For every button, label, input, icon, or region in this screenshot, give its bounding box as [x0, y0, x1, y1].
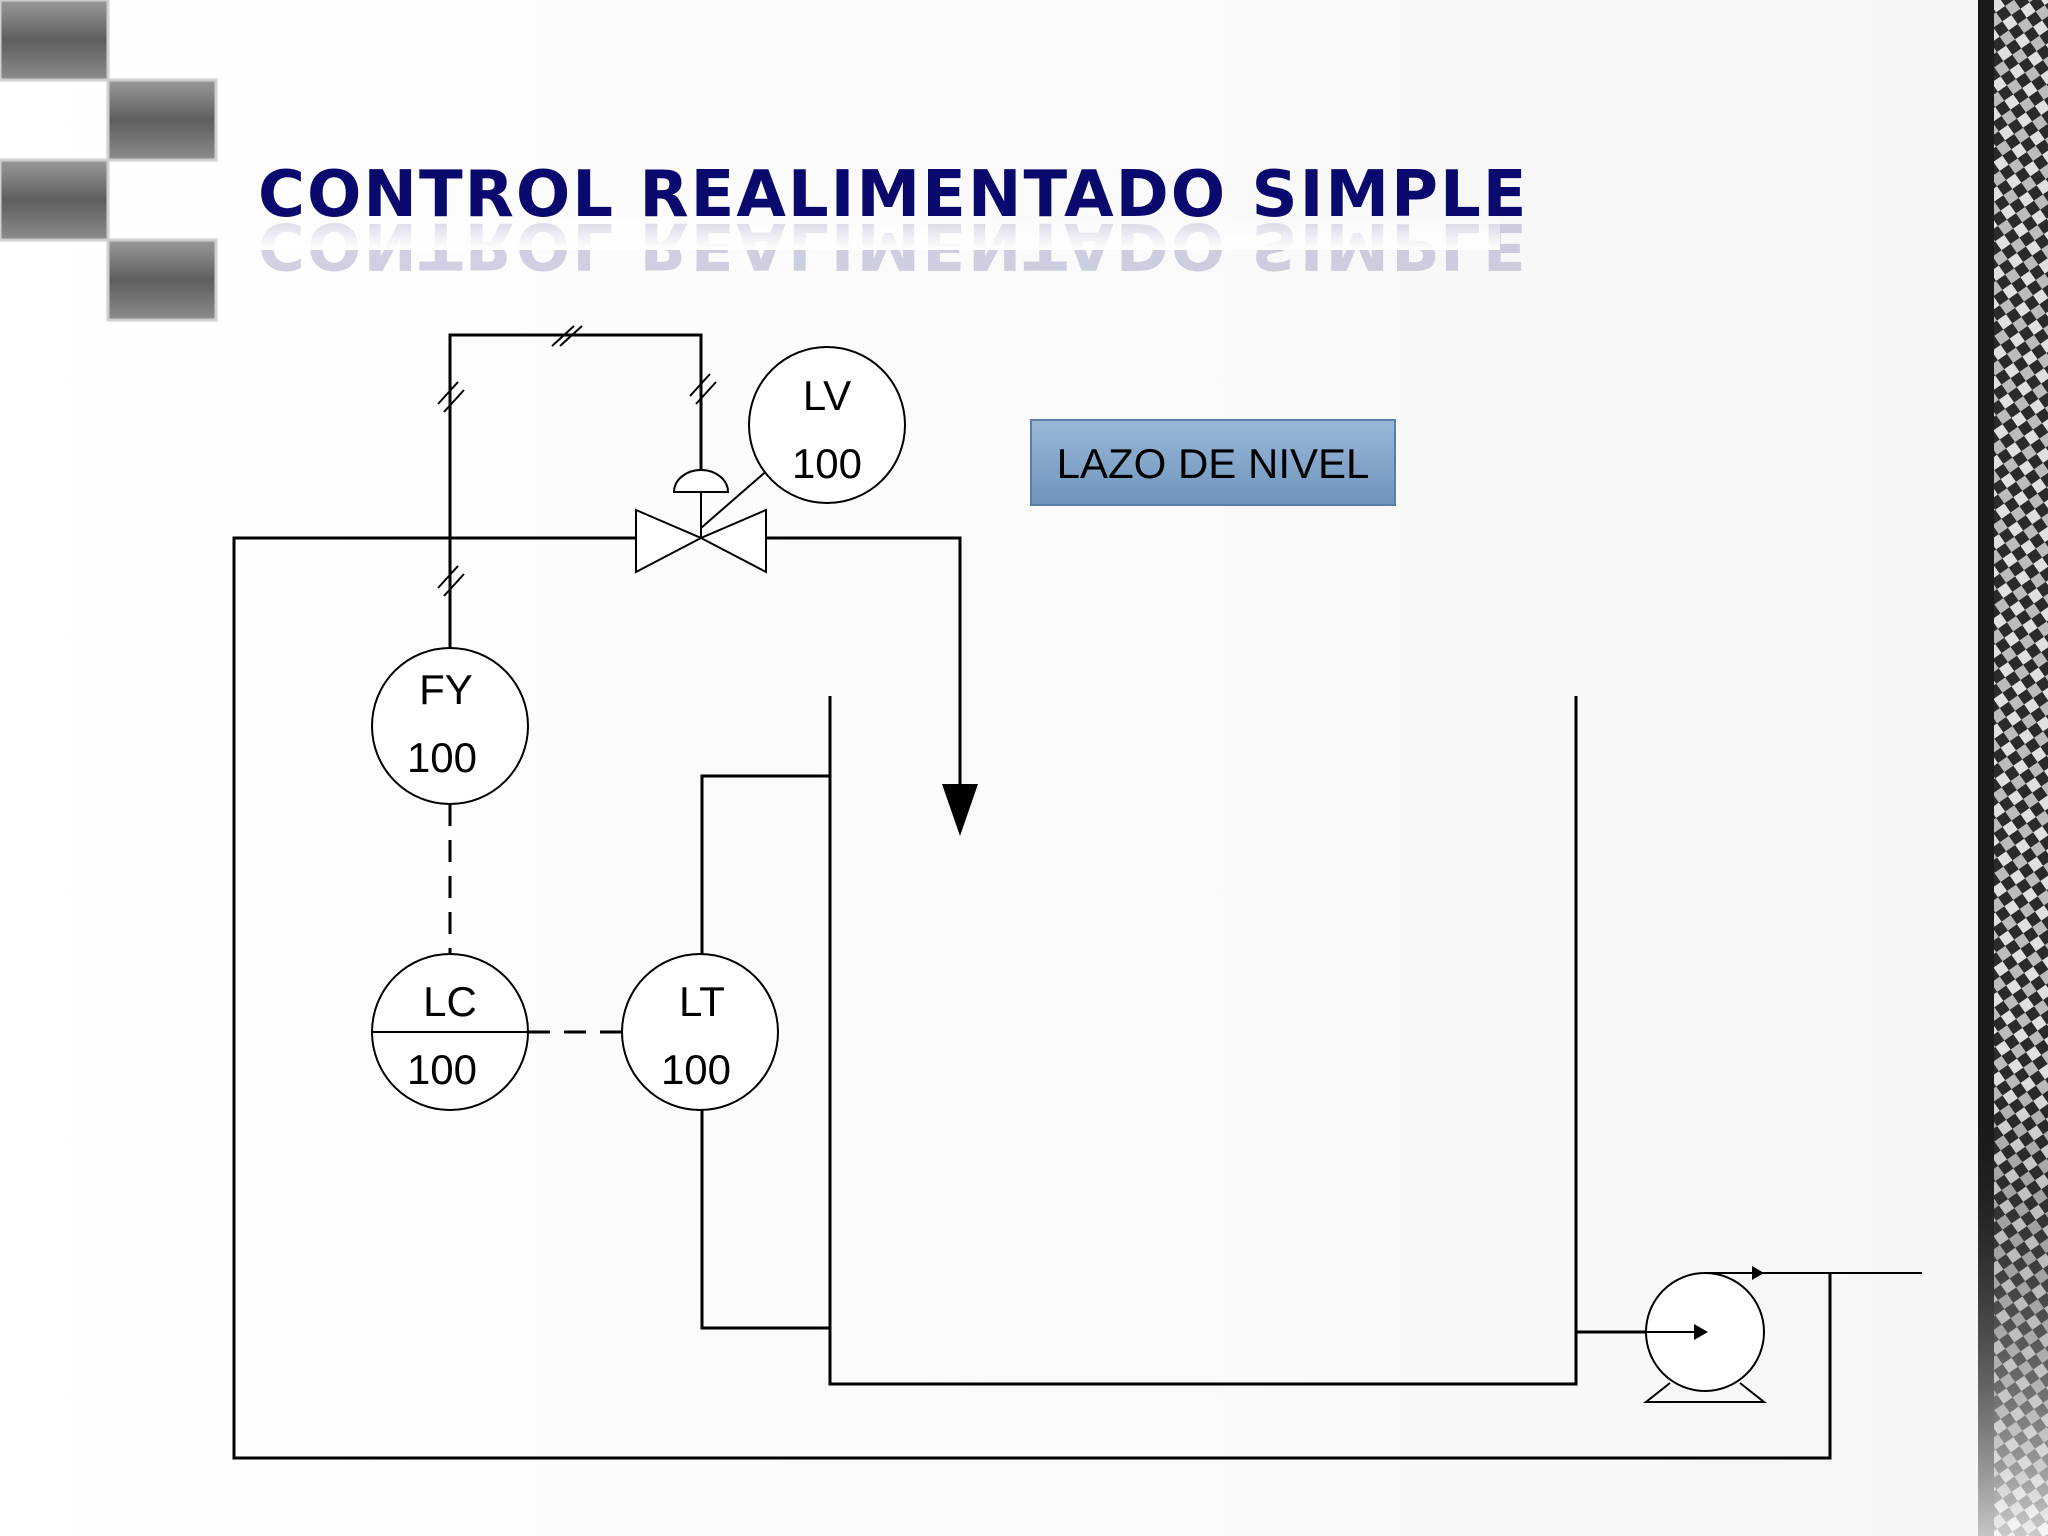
control-valve — [635, 467, 771, 574]
instrument-lv-tag: LV — [803, 372, 851, 419]
instrument-fy-100: FY 100 — [371, 647, 529, 805]
instrument-lt-number: 100 — [661, 1046, 731, 1093]
instrument-lv-100: LV 100 — [748, 346, 906, 504]
pneumatic-signal-lines — [437, 325, 717, 650]
page-title-reflection: CONTROL REALIMENTADO SIMPLE — [250, 208, 1526, 282]
centrifugal-pump — [1643, 1266, 1922, 1403]
instrument-lc-number: 100 — [407, 1046, 477, 1093]
instrument-lc-100: LC 100 — [371, 953, 529, 1111]
recycle-pipe — [232, 536, 1832, 1460]
instrument-lt-100: LT 100 — [621, 953, 779, 1111]
lt-impulse-line-bottom — [700, 1110, 830, 1330]
tank — [828, 696, 1578, 1386]
slide-background — [0, 0, 1980, 1536]
instrument-lc-tag: LC — [423, 978, 477, 1025]
lt-impulse-line-top — [700, 774, 830, 954]
page-title: CONTROL REALIMENTADO SIMPLE — [258, 158, 1528, 232]
instrument-lt-tag: LT — [679, 978, 725, 1025]
instrument-lv-number: 100 — [792, 440, 862, 487]
loop-label-text: LAZO DE NIVEL — [1057, 440, 1370, 487]
inlet-flow-arrow — [942, 784, 978, 836]
right-decorative-strip — [1978, 0, 2048, 1536]
loop-label-badge: LAZO DE NIVEL — [1030, 419, 1396, 506]
inlet-pipe — [766, 536, 962, 790]
instrument-fy-tag: FY — [419, 666, 473, 713]
corner-decor-squares — [0, 0, 218, 322]
instrument-fy-number: 100 — [407, 734, 477, 781]
